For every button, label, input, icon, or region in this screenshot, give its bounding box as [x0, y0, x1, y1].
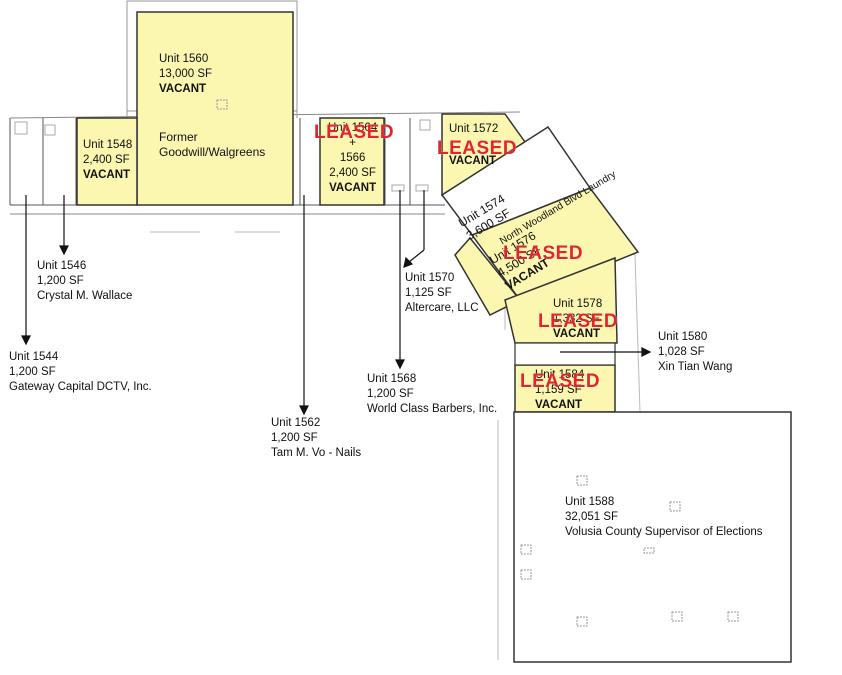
unit-number: Unit 1544	[9, 351, 59, 363]
unit-number: Unit 1568	[367, 373, 417, 385]
unit-number: Unit 1588	[565, 496, 615, 508]
unit-1578-label: Unit 1578 1,332 SF VACANT	[553, 297, 602, 342]
unit-area: 13,000 SF	[159, 68, 213, 80]
unit-area: 2,400 SF	[83, 154, 130, 166]
unit-status: VACANT	[83, 169, 131, 181]
unit-tenant: World Class Barbers, Inc.	[367, 403, 498, 415]
leased-stamp-1576: LEASED	[503, 243, 584, 264]
unit-1562-callout: Unit 1562 1,200 SF Tam M. Vo - Nails	[271, 416, 361, 461]
unit-1548-label: Unit 1548 2,400 SF VACANT	[83, 138, 132, 183]
note-line-2: Goodwill/Walgreens	[159, 145, 266, 159]
unit-area: 1,200 SF	[271, 432, 318, 444]
unit-1570-callout: Unit 1570 1,125 SF Altercare, LLC	[405, 271, 479, 316]
unit-1548-area	[76, 117, 138, 206]
unit-tenant: Altercare, LLC	[405, 302, 479, 314]
unit-status: VACANT	[159, 83, 207, 95]
unit-1560-area	[136, 11, 294, 206]
unit-status: VACANT	[449, 155, 497, 167]
unit-1560-label: Unit 1560 13,000 SF VACANT	[159, 52, 212, 97]
unit-1564-area	[319, 117, 385, 206]
unit-1588-label: Unit 1588 32,051 SF Volusia County Super…	[565, 495, 763, 540]
unit-area: 1,028 SF	[658, 346, 705, 358]
unit-area: 1,200 SF	[37, 275, 84, 287]
unit-1584-label: Unit 1584 1,159 SF VACANT	[535, 368, 584, 413]
unit-1588-area	[513, 411, 792, 663]
unit-1578-area	[504, 256, 618, 344]
unit-tenant: Tam M. Vo - Nails	[271, 447, 362, 459]
unit-1544-callout: Unit 1544 1,200 SF Gateway Capital DCTV,…	[9, 350, 152, 395]
unit-area: 1,332 SF	[553, 313, 600, 325]
unit-1584-area	[514, 364, 616, 413]
unit-number: Unit 1580	[658, 331, 708, 343]
unit-area: 2,400 SF	[329, 167, 376, 179]
unit-area: 1,125 SF	[405, 287, 452, 299]
unit-tenant: Gateway Capital DCTV, Inc.	[9, 381, 152, 393]
unit-status: VACANT	[535, 399, 583, 411]
unit-1564-label: Unit 1564 + 1566 2,400 SF VACANT	[328, 121, 377, 196]
unit-number: Unit 1572	[449, 123, 499, 135]
unit-number: Unit 1548	[83, 139, 133, 151]
unit-area: 32,051 SF	[565, 511, 619, 523]
leased-stamp-1584: LEASED	[520, 371, 601, 392]
unit-tenant: Volusia County Supervisor of Elections	[565, 526, 763, 538]
unit-1576b-area	[454, 236, 522, 316]
unit-number-2: 1566	[339, 152, 366, 164]
unit-1568-callout: Unit 1568 1,200 SF World Class Barbers, …	[367, 372, 497, 417]
unit-number: Unit 1560	[159, 53, 209, 65]
unit-area: 1,200 SF	[367, 388, 414, 400]
unit-number: Unit 1570	[405, 272, 455, 284]
unit-1572-label: Unit 1572	[449, 122, 498, 137]
unit-number: Unit 1546	[37, 260, 87, 272]
leased-stamp-1564: LEASED	[314, 122, 395, 143]
unit-number: Unit 1584	[535, 369, 585, 381]
unit-area: 1,159 SF	[535, 384, 582, 396]
unit-1580-callout: Unit 1580 1,028 SF Xin Tian Wang	[658, 330, 732, 375]
unit-number: Unit 1578	[553, 298, 603, 310]
unit-number: Unit 1564	[328, 122, 378, 134]
unit-number: Unit 1562	[271, 417, 321, 429]
unit-status: VACANT	[553, 328, 601, 340]
unit-1572-status: VACANT	[449, 154, 496, 169]
unit-status: VACANT	[329, 182, 377, 194]
unit-1546-callout: Unit 1546 1,200 SF Crystal M. Wallace	[37, 259, 132, 304]
unit-area: 1,200 SF	[9, 366, 56, 378]
unit-1560-note: Former Goodwill/Walgreens	[159, 130, 265, 160]
unit-plus: +	[349, 137, 356, 149]
unit-tenant: Crystal M. Wallace	[37, 290, 133, 302]
unit-tenant: Xin Tian Wang	[658, 361, 733, 373]
note-line-1: Former	[159, 130, 198, 144]
leased-stamp-1572: LEASED	[437, 138, 518, 159]
unit-1574-area	[440, 125, 592, 236]
leased-stamp-1578: LEASED	[538, 311, 619, 332]
